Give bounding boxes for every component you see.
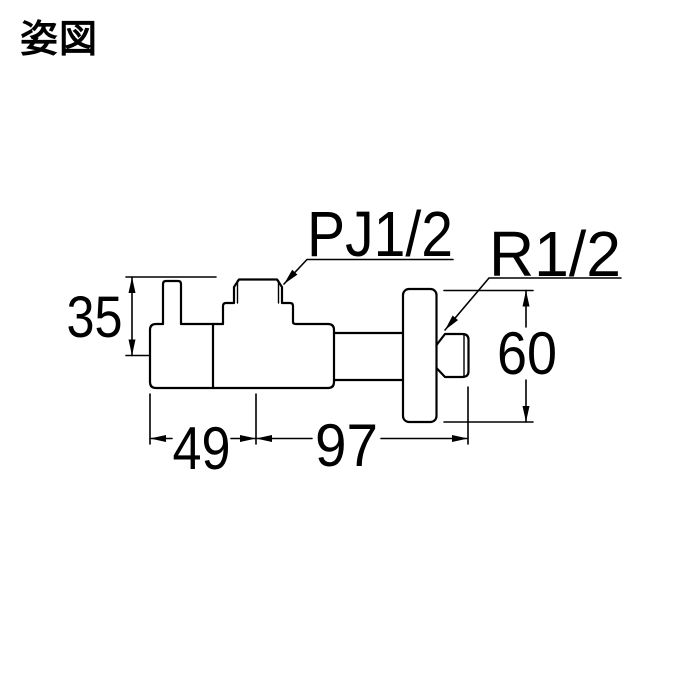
dim-97-value: 97 xyxy=(315,412,378,479)
label-pj12: PJ1/2 xyxy=(307,198,453,270)
dim-60-arrow-up xyxy=(522,290,530,307)
valve-outline-group xyxy=(148,278,470,424)
dim-60-value: 60 xyxy=(497,320,557,387)
dimension-49-97: 49 97 xyxy=(149,386,469,482)
dim-60-extension-lines xyxy=(443,289,534,423)
pj12-leader-arrow xyxy=(284,269,298,284)
dim-60-arrow-down xyxy=(522,406,530,422)
dim-35-extension-lines xyxy=(125,276,217,357)
label-pj12-group: PJ1/2 xyxy=(283,198,454,285)
dim-49-value: 49 xyxy=(173,415,231,482)
flange xyxy=(401,287,438,424)
dim-49-arrow-left xyxy=(150,435,166,442)
label-r12-group: R1/2 xyxy=(444,218,622,331)
label-r12: R1/2 xyxy=(489,218,621,290)
page-title: 姿図 xyxy=(20,19,99,61)
valve-body-outline xyxy=(148,278,336,390)
r12-leader-arrow xyxy=(445,315,458,330)
r12-leader-line xyxy=(444,277,622,331)
dimension-35: 35 xyxy=(67,276,217,357)
dim-35-arrow-down xyxy=(128,339,136,356)
dim-49-arrow-right xyxy=(240,435,256,442)
dimension-60: 60 xyxy=(443,289,557,423)
dim-35-value: 35 xyxy=(67,285,123,350)
dim-35-arrow-up xyxy=(128,277,136,293)
pipe-stem xyxy=(332,331,405,382)
dim-97-arrow-left xyxy=(256,435,272,442)
dim-97-arrow-right xyxy=(452,435,468,442)
dim-bottom-extension-lines xyxy=(149,386,469,445)
top-port-thread-lines xyxy=(236,279,280,304)
